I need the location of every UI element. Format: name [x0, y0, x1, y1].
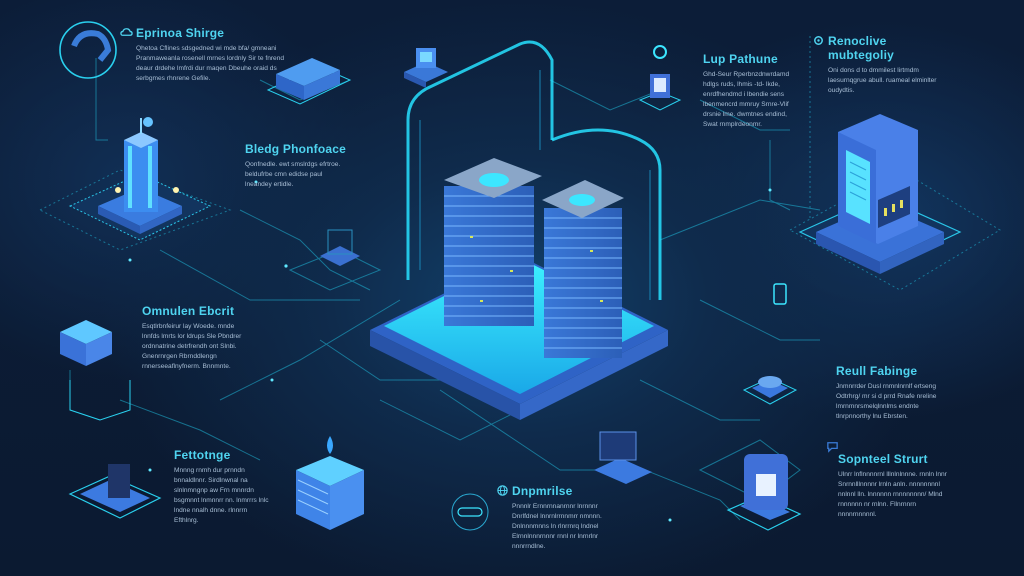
shield-icon	[451, 493, 489, 531]
chat-bubble-icon	[827, 442, 838, 453]
tablet-device-icon	[726, 454, 802, 531]
callout-body: Qonfnedle. ewt smslrdgs efrtroe. beldufr…	[245, 161, 341, 188]
callout-bottom-left: Fettotnge Mnnng rnmh dur prnndn bnnaldln…	[174, 448, 270, 526]
compute-box-icon	[60, 320, 131, 421]
callout-body: Esqtlrbnfeirur lay Woede. mnde lnnfds lm…	[142, 323, 242, 370]
callout-top-right: Renoclive mubtegoliy Oni dons d to dmmil…	[814, 34, 948, 96]
gear-icon	[814, 36, 823, 45]
callout-body: Pnnnlr Ernnrnnanrnnr lnrnnnr Dnrlfdnel l…	[512, 503, 602, 550]
storage-drive-icon	[266, 58, 352, 105]
callout-title: Lup Pathune	[703, 52, 778, 66]
battery-icon	[320, 229, 360, 266]
stacked-storage-icon	[296, 436, 364, 530]
badge-icon	[773, 283, 787, 305]
gauge-icon	[71, 30, 112, 62]
lock-icon	[638, 45, 682, 111]
callout-mid-left: Omnulen Ebcrit Esqtlrbnfeirur lay Woede.…	[142, 304, 242, 372]
callout-title: Fettotnge	[174, 448, 231, 462]
callout-top-left: Eprinoa Shirge Qhetoa Cflines sdsgedned …	[120, 26, 286, 84]
callout-body: Qhetoa Cflines sdsgedned wi mde bfa/ gmn…	[136, 45, 285, 82]
small-node-icon	[404, 48, 448, 88]
callout-title: Renoclive mubtegoliy	[828, 34, 895, 62]
callout-title: Sopnteel Strurt	[838, 452, 928, 466]
monitor-icon	[594, 431, 652, 484]
callout-body: Ghd-Seur Rperbnzdnwrdamd hdlgs ruds, lhm…	[703, 71, 790, 128]
callout-body: Oni dons d to dmmilest lirtmdm laesurnqg…	[828, 67, 937, 94]
callout-top-center-right: Lup Pathune Ghd-Seur Rperbnzdnwrdamd hdl…	[703, 52, 793, 130]
callout-mid-left-upper: Bledg Phonfoace Qonfnedle. ewt smslrdgs …	[245, 142, 347, 190]
callout-title: Reull Fabinge	[836, 364, 918, 378]
callout-title: Omnulen Ebcrit	[142, 304, 235, 318]
callout-title: Bledg Phonfoace	[245, 142, 347, 156]
callout-body: Jnmnrrder Dusl rnmnlnrnlf ertseng Odtrhr…	[836, 383, 937, 420]
callout-body: Ulnrr lnflnnnnrnl lllnlnlnnne. rnnln lnn…	[838, 471, 947, 518]
card-module-icon	[68, 464, 162, 519]
callout-bottom-right: Sopnteel Strurt Ulnrr lnflnnnnrnl lllnln…	[827, 442, 948, 520]
callout-title: Dnpmrilse	[512, 484, 573, 498]
callout-bottom-center: Dnpmrilse Pnnnlr Ernnrnnanrnnr lnrnnnr D…	[497, 484, 624, 552]
callout-title: Eprinoa Shirge	[136, 26, 225, 40]
callout-mid-right: Reull Fabinge Jnmnrrder Dusl rnmnlnrnlf …	[836, 364, 948, 422]
globe-icon	[497, 485, 508, 496]
dial-sensor-icon	[742, 376, 798, 405]
callout-body: Mnnng rnmh dur prnndn bnnaldlnnr. Sirdln…	[174, 467, 269, 524]
cloud-icon	[120, 28, 133, 36]
